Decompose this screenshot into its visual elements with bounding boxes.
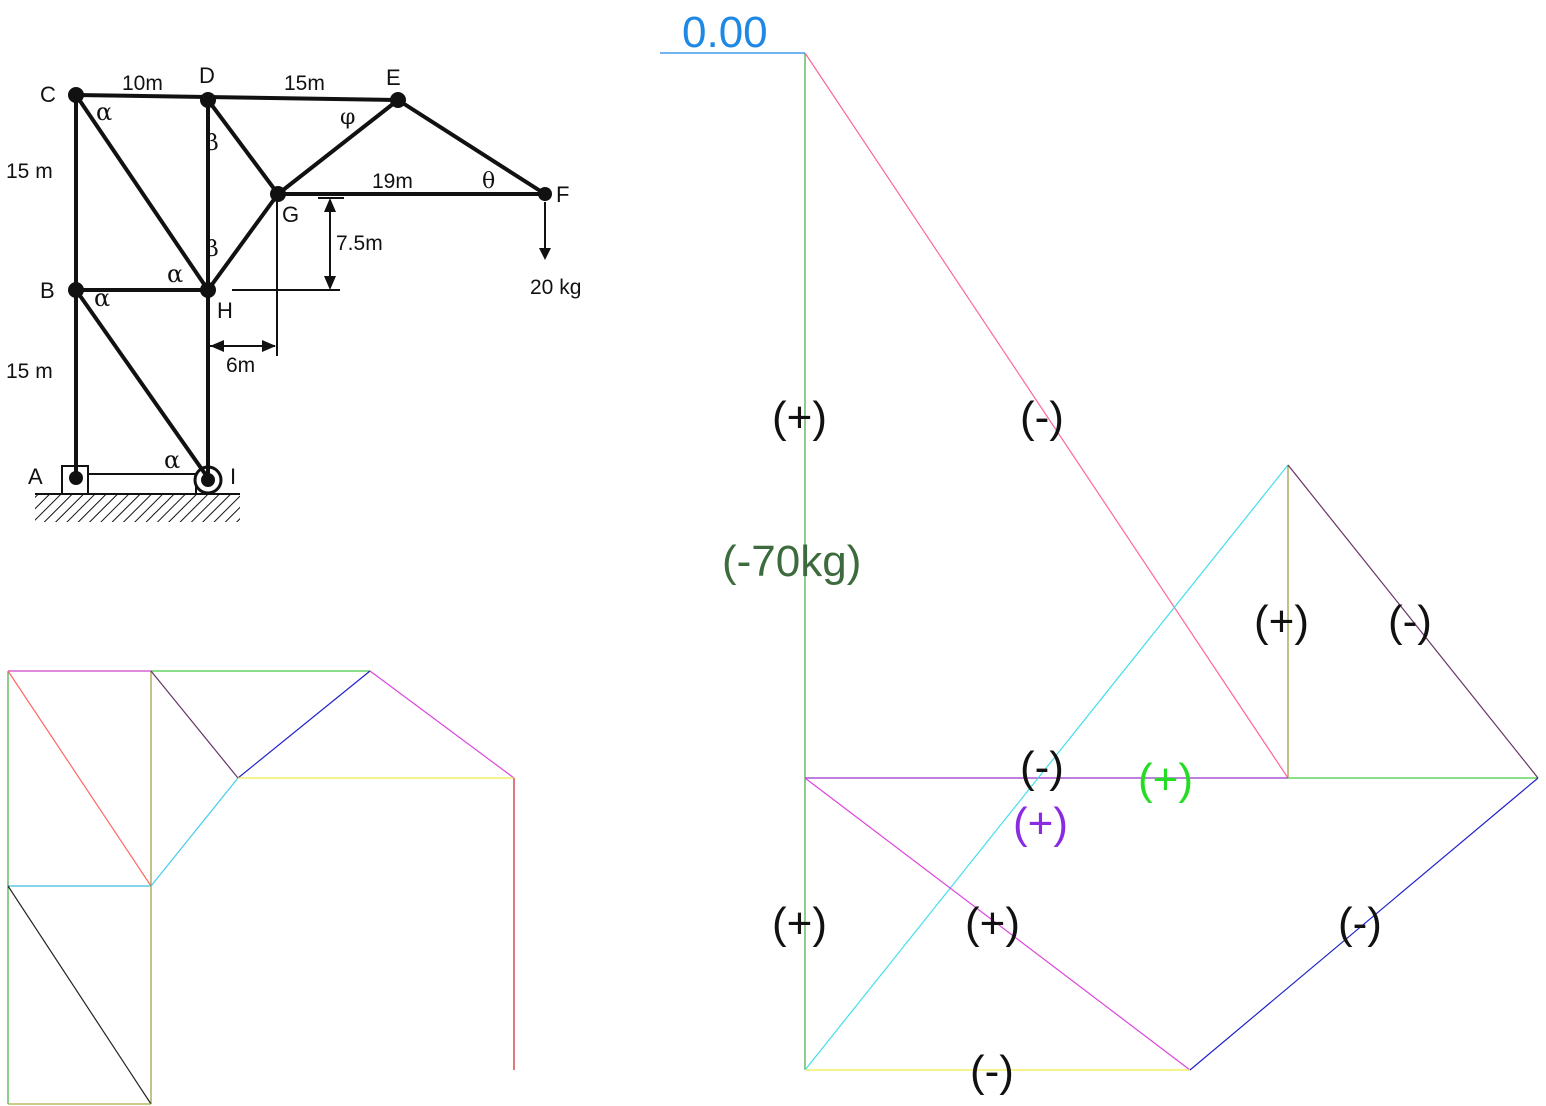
sign-5: (-) bbox=[1020, 743, 1064, 792]
node-d bbox=[200, 92, 216, 108]
label-node-e: E bbox=[386, 65, 401, 90]
dim-6m-arrow-left bbox=[210, 340, 224, 352]
dim-label-gh-vertical: 7.5m bbox=[336, 232, 383, 255]
dim-6m-arrow-right bbox=[262, 340, 276, 352]
node-b bbox=[68, 282, 84, 298]
force-diag-magenta bbox=[804, 777, 1191, 1071]
member-g-e bbox=[276, 98, 400, 196]
node-e bbox=[390, 92, 406, 108]
angle-beta-h: β bbox=[206, 237, 219, 262]
label-node-b: B bbox=[40, 278, 55, 303]
sign-8: (+) bbox=[772, 899, 827, 948]
force-diag-blue bbox=[1189, 777, 1539, 1071]
sign-10: (-) bbox=[1338, 899, 1382, 948]
sign-2: (-) bbox=[1020, 393, 1064, 442]
ground-hatch bbox=[35, 494, 240, 522]
label-node-g: G bbox=[282, 202, 299, 227]
sign-11: (-) bbox=[970, 1047, 1014, 1096]
label-node-d: D bbox=[199, 63, 215, 88]
node-h bbox=[200, 282, 216, 298]
dim-7-5m-arrow-top bbox=[324, 198, 336, 212]
sign-1: (+) bbox=[772, 393, 827, 442]
map-line-ch bbox=[7, 670, 152, 887]
sign-4: (-) bbox=[1388, 597, 1432, 646]
map-line-ef bbox=[369, 670, 515, 779]
force-labels: 0.00 (-70kg) (+) (-) (+) (-) (-) (+) (+)… bbox=[682, 8, 1432, 1096]
node-f bbox=[538, 187, 552, 201]
force-diag-dark bbox=[1287, 464, 1539, 779]
force-start-value: 0.00 bbox=[682, 8, 768, 57]
member-c-e bbox=[74, 93, 400, 102]
label-node-i: I bbox=[230, 464, 236, 489]
force-diag-cyan bbox=[804, 464, 1289, 1071]
dim-7-5m-arrow-bottom bbox=[324, 276, 336, 290]
map-line-dg bbox=[150, 670, 239, 779]
label-node-f: F bbox=[556, 182, 569, 207]
sign-7: (+) bbox=[1013, 799, 1068, 848]
angle-alpha-c: α bbox=[96, 98, 112, 126]
member-h-g bbox=[206, 192, 280, 292]
node-g bbox=[270, 186, 286, 202]
sign-6: (+) bbox=[1138, 755, 1193, 804]
map-line-hg bbox=[150, 777, 239, 887]
force-diagram bbox=[660, 52, 1539, 1071]
node-i bbox=[201, 473, 215, 487]
map-line-ge bbox=[237, 670, 371, 779]
angle-theta-f: θ bbox=[482, 169, 495, 194]
angle-alpha-b: α bbox=[94, 284, 110, 312]
dim-label-cb: 15 m bbox=[6, 160, 53, 183]
dim-label-de: 15m bbox=[284, 72, 325, 95]
map-line-bi bbox=[7, 885, 152, 1105]
label-node-a: A bbox=[28, 464, 43, 489]
force-diag-pink bbox=[804, 52, 1289, 779]
node-a bbox=[69, 471, 83, 485]
angle-beta-d: β bbox=[206, 131, 219, 156]
member-d-g bbox=[206, 98, 280, 196]
dim-label-gf: 19m bbox=[372, 170, 413, 193]
sign-3: (+) bbox=[1254, 597, 1309, 646]
member-c-h bbox=[74, 93, 210, 292]
member-b-i bbox=[74, 288, 210, 480]
member-e-f bbox=[396, 98, 547, 196]
dim-label-ba: 15 m bbox=[6, 360, 53, 383]
label-node-c: C bbox=[40, 82, 56, 107]
member-color-map bbox=[7, 670, 515, 1105]
dim-label-hg-horizontal: 6m bbox=[226, 354, 255, 377]
truss-diagram: C D E F G H B A I 10m 15m 15 m 15 m 19m … bbox=[6, 63, 581, 522]
load-label: 20 kg bbox=[530, 276, 581, 299]
label-node-h: H bbox=[217, 298, 233, 323]
angle-alpha-i: α bbox=[164, 446, 180, 474]
sign-9: (+) bbox=[965, 899, 1020, 948]
node-c bbox=[68, 87, 84, 103]
force-main-label: (-70kg) bbox=[722, 537, 861, 586]
angle-alpha-h: α bbox=[167, 260, 183, 288]
support-link bbox=[87, 473, 197, 495]
angle-phi-e: φ bbox=[340, 105, 355, 130]
dim-label-cd: 10m bbox=[122, 72, 163, 95]
